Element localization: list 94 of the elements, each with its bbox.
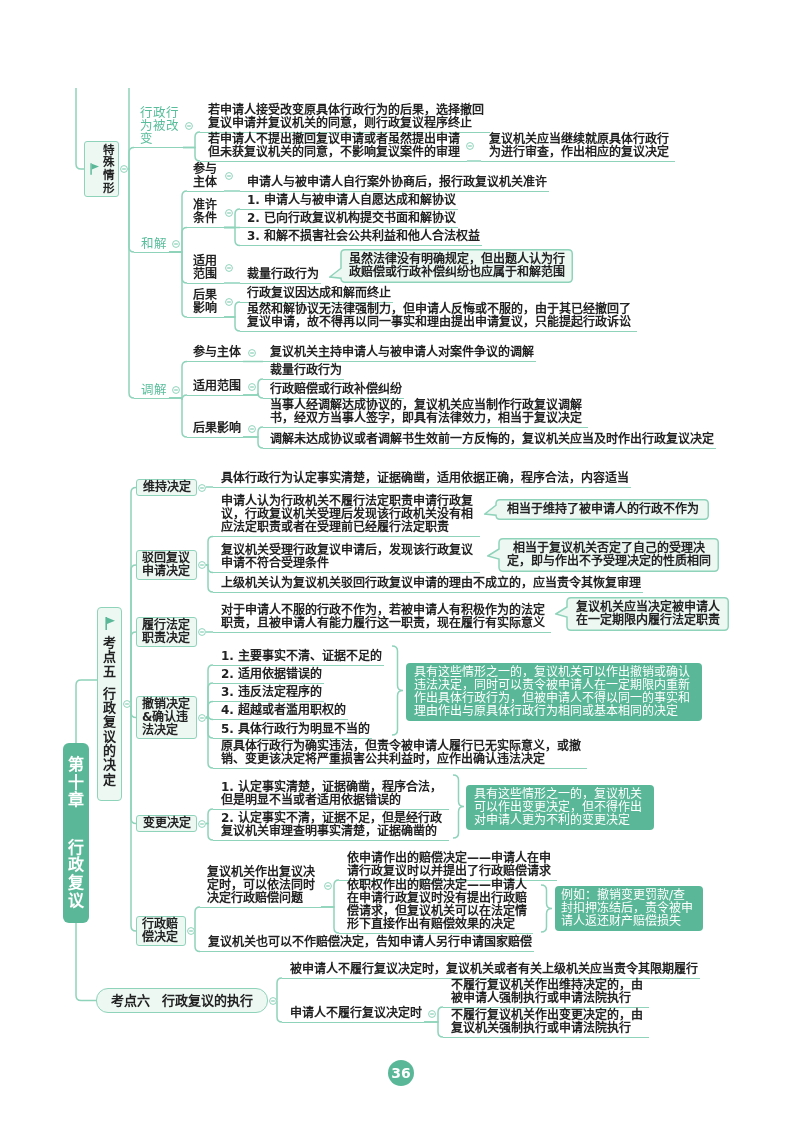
connector-line [242, 360, 264, 363]
callout-note: 复议机关应当决定被申请人在一定期限内履行法定职责 [555, 597, 729, 631]
topic-box: 撤销决定&确认违法决定 [136, 696, 197, 739]
connector-line [320, 906, 340, 934]
section-title: 行政复议的执行 [162, 994, 253, 1007]
connector-line [242, 436, 264, 449]
connector-line [127, 146, 135, 170]
connector-line [276, 999, 283, 1023]
topic-text: 复议机关受理行政复议申请后，发现该行政复议申请不符合受理条件 [213, 544, 480, 574]
connector-line [75, 679, 98, 744]
topic-title: 特殊情形 [103, 143, 115, 195]
topic-text: 申请人与被申请人自行案外协商后，报行政复议机关准许 [240, 175, 549, 192]
page-number: 36 [388, 1060, 414, 1086]
topic-box: 履行法定职责决定 [136, 617, 197, 647]
topic-text: 后果影响 [187, 421, 243, 438]
chapter-title: 行政复议 [68, 838, 84, 910]
connector-line [168, 251, 188, 318]
connector-line [205, 486, 214, 488]
topic-text: 后果影响 [187, 288, 224, 318]
topic-text: 2. 认定事实不清，证据不足，但是经行政复议机关审理查明事实清楚，证据确凿的 [213, 811, 449, 841]
topic-text: 申请人不履行复议决定时 [282, 1006, 424, 1023]
connector-line [276, 977, 283, 1002]
connector-line [223, 190, 241, 192]
connector-line [205, 822, 214, 841]
connector-line [182, 146, 201, 162]
connector-line [130, 631, 137, 705]
summary-note: 具有这些情形之一的，复议机关可以作出撤销或确认违法决定，同时可以责令被申请人在一定期限内重新作出具体行政行为，但被申请人不得以同一的事实和理由作出与原具体行政行为相同或基本相同的决定 [406, 663, 702, 721]
topic-text: 不履行复议机关作出维持决定的，由被申请人强制执行或申请法院执行 [443, 978, 649, 1008]
topic-text: 参与主体 [187, 346, 243, 363]
topic-text: 依职权作出的赔偿决定——申请人在申请行政复议时没有提出行政赔偿请求，但复议机关可以在法定情形下直接作出有赔偿效果的决定 [339, 878, 533, 934]
topic-text: 5. 具体行政行为明显不当的 [213, 722, 373, 739]
topic-text: 3. 和解不损害社会公共利益和他人合法权益 [240, 230, 483, 247]
connector-line [205, 631, 214, 633]
topic-text: 虽然和解协议无法律强制力，但申请人反悔或不服的，由于其已经撤回了复议申请，故不得再以同一事实和理由提出申请复议，只能提起行政诉讼 [240, 302, 637, 332]
chapter-number: 第十章 [68, 756, 84, 809]
topic-text: 不履行复议机关作出变更决定的，由复议机关强制执行或申请法院执行 [443, 1008, 649, 1038]
callout-note: 虽然法律没有明确规定，但出题人认为行政赔偿或行政补偿纠纷也应属于和解范围 [329, 249, 573, 283]
topic-text: 2. 已向行政复议机构提交书面和解协议 [240, 212, 459, 229]
chapter-box [63, 743, 89, 923]
topic-text: 调解未达成协议或者调解书生效前一方反悔的，复议机关应当及时作出行政复议决定 [263, 432, 716, 449]
topic-text: 对于申请人不服的行政不作为，若被申请人有积极作为的法定职责，且被申请人有能力履行这一职责，现在履行有实际意义 [213, 603, 551, 633]
connector-line [75, 922, 97, 1002]
section-number: 考点五 [103, 636, 116, 679]
section-number: 考点六 [111, 994, 150, 1007]
connector-line [205, 716, 214, 769]
topic-text: 原具体行政行为确实违法，但责令被申请人履行已无实际意义，或撤销、变更该决定将严重损害公共利益时，应作出确认违法决定 [213, 739, 587, 769]
connector-line [127, 168, 135, 399]
summary-note: 例如：撤销变更罚款/查封扣押冻结后，责令被申请人返还财产赔偿损失 [555, 886, 703, 931]
topic-text: 2. 适用依据错误的 [213, 667, 325, 684]
topic-text: 适用范围 [187, 379, 243, 396]
topic-text: 若申请人不提出撤回复议申请或者虽然提出申请但未获复议机关的同意，不影响复议案件的审理 [200, 132, 467, 162]
topic-text: 当事人经调解达成协议的，复议机关应当制作行政复议调解书，经双方当事人签字，即具有法律效力，相当于复议决定 [263, 398, 588, 428]
section-title: 行政复议的决定 [103, 686, 116, 787]
topic-text: 3. 违反法定程序的 [213, 686, 325, 703]
connector-line [242, 392, 264, 399]
topic-text: 准许条件 [187, 199, 224, 229]
topic-text: 1. 认定事实清楚，证据确凿，程序合法，但是明显不当或者适用依据错误的 [213, 780, 449, 810]
category-label: 和解 [134, 236, 169, 253]
connector-line [194, 906, 201, 932]
topic-text: 复议机关应当继续就原具体行政行为进行审查，作出相应的复议决定 [481, 132, 675, 162]
topic-box: 维持决定 [136, 479, 197, 496]
topic-text: 具体行政行为认定事实清楚，证据确凿，适用依据正确，程序合法，内容适当 [213, 471, 631, 488]
connector-line [168, 397, 188, 438]
connector-line [466, 160, 482, 162]
callout-note: 相当于维持了被申请人的行政不作为 [484, 499, 709, 520]
category-label: 行政行为被改变 [134, 106, 183, 149]
topic-text: 1. 申请人与被申请人自愿达成和解协议 [240, 193, 459, 210]
topic-text: 申请人认为行政机关不履行法定职责申请行政复议，行政复议机关受理后发现该行政机关没有相应法定职责或者在受理前已经履行法定职责 [213, 495, 480, 538]
connector-line [223, 226, 241, 247]
connector-line [423, 1021, 444, 1038]
connector-line [205, 808, 214, 825]
topic-text: 复议机关作出复议决定时，可以依法同时决定行政赔偿问题 [200, 865, 321, 908]
topic-box: 驳回复议申请决定 [136, 550, 197, 580]
summary-note: 具有这些情形之一的，复议机关可以作出变更决定，但不得作出对申请人更为不利的变更决定 [466, 785, 654, 830]
topic-text: 裁量行政行为 [263, 363, 344, 380]
category-label: 调解 [134, 382, 169, 399]
topic-text: 参与主体 [187, 162, 224, 192]
connector-line [75, 87, 85, 170]
topic-text: 裁量行政行为 [240, 267, 321, 284]
topic-text: 复议机关主持申请人与被申请人对案件争议的调解 [263, 346, 536, 363]
connector-line [223, 282, 241, 284]
topic-text: 适用范围 [187, 254, 224, 284]
topic-text: 1. 主要事实不清、证据不足的 [213, 649, 385, 666]
topic-box: 行政赔偿决定 [136, 916, 186, 946]
topic-text: 上级机关认为复议机关驳回行政复议申请的理由不成立的，应当责令其恢复审理 [213, 576, 643, 593]
topic-text: 复议机关也可以不作赔偿决定，告知申请人另行申请国家赔偿 [200, 936, 534, 953]
topic-box: 变更决定 [136, 815, 197, 832]
connector-line [194, 930, 201, 953]
callout-note: 相当于复议机关否定了自己的受理决定，即与作出不予受理决定的性质相同 [487, 538, 719, 572]
topic-text: 4. 超越或者滥用职权的 [213, 704, 349, 721]
connector-line [205, 564, 214, 593]
connector-line [223, 316, 241, 332]
connector-line [205, 535, 214, 566]
connector-line [130, 703, 137, 932]
